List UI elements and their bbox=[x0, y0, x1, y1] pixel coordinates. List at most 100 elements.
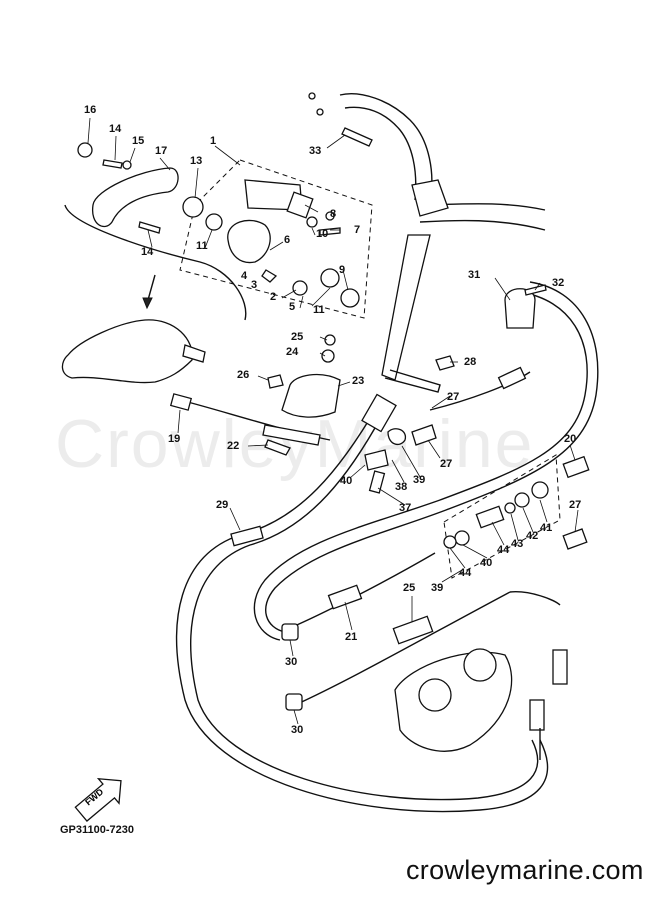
callout: 20 bbox=[564, 433, 577, 445]
callout: 40 bbox=[340, 475, 353, 487]
callout: 16 bbox=[84, 104, 97, 116]
sleeve-29 bbox=[230, 525, 264, 547]
callout: 22 bbox=[227, 440, 240, 452]
washer-41 bbox=[504, 502, 516, 514]
nut-28 bbox=[435, 355, 455, 371]
callout: 5 bbox=[289, 301, 296, 313]
arrow-head bbox=[142, 297, 153, 310]
cable-fitting-26 bbox=[497, 366, 527, 390]
washer-40 bbox=[514, 492, 530, 508]
callout: 13 bbox=[190, 155, 203, 167]
watermark: CrowleyMarine bbox=[55, 406, 535, 482]
plate-12 bbox=[182, 196, 204, 218]
fitting-36 bbox=[387, 428, 407, 446]
cover-21 bbox=[281, 373, 341, 418]
callout: 19 bbox=[168, 433, 181, 445]
washer-15 bbox=[122, 160, 132, 170]
callout: 3 bbox=[251, 279, 258, 291]
sleeve-18 bbox=[327, 584, 363, 610]
throttle-lever bbox=[92, 167, 179, 228]
assembly-outline-2 bbox=[443, 454, 561, 579]
fwd-arrow bbox=[74, 777, 122, 822]
callout: 4 bbox=[241, 270, 248, 282]
callout: 40 bbox=[480, 557, 493, 569]
handlebar-upper bbox=[339, 93, 433, 201]
washer-43 bbox=[454, 530, 470, 546]
cable-end-19b bbox=[562, 455, 590, 479]
callout: 25 bbox=[291, 331, 304, 343]
callout: 14 bbox=[109, 123, 122, 135]
callout: 23 bbox=[352, 375, 365, 387]
callout: 42 bbox=[526, 530, 539, 542]
fitting-right-b bbox=[552, 649, 568, 685]
housing-cylinder bbox=[227, 219, 271, 264]
callout: 30 bbox=[285, 656, 298, 668]
post-bracket bbox=[384, 369, 441, 393]
knob-9 bbox=[340, 288, 360, 308]
sleeve-25 bbox=[392, 615, 434, 645]
callout: 44 bbox=[459, 567, 472, 579]
callout: 37 bbox=[399, 502, 412, 514]
handlebar-right-2 bbox=[419, 219, 546, 231]
cable-29-loop bbox=[175, 404, 549, 813]
callout: 29 bbox=[216, 499, 229, 511]
callout: 43 bbox=[511, 538, 524, 550]
callout: 39 bbox=[431, 582, 444, 594]
cable-31-loop bbox=[253, 291, 588, 641]
cable-25 bbox=[294, 591, 511, 706]
bushing-11 bbox=[205, 213, 223, 231]
callout: 30 bbox=[291, 724, 304, 736]
cable-31-loop-2 bbox=[265, 281, 599, 633]
link-plate bbox=[286, 191, 314, 219]
washer-22 bbox=[321, 349, 335, 363]
cable-boot bbox=[361, 393, 397, 433]
bolt-33 bbox=[341, 127, 373, 147]
grip-clamp bbox=[182, 344, 206, 363]
callout: 28 bbox=[464, 356, 477, 368]
handlebar-upper-2 bbox=[344, 106, 417, 201]
bolt-13 bbox=[138, 221, 161, 234]
callout: 9 bbox=[339, 264, 346, 276]
callout: 10 bbox=[316, 228, 329, 240]
washer-8 bbox=[325, 211, 335, 221]
callout: 6 bbox=[284, 234, 291, 246]
arrow-line bbox=[147, 274, 156, 301]
cap-30b bbox=[285, 693, 303, 711]
callout: 38 bbox=[395, 481, 408, 493]
cable-lower bbox=[509, 591, 561, 606]
callout: 15 bbox=[132, 135, 145, 147]
diagram-code: GP31100-7230 bbox=[60, 824, 135, 836]
handlebar-grip bbox=[61, 319, 193, 384]
fitting-42 bbox=[475, 505, 505, 529]
grip-guide bbox=[64, 204, 247, 321]
steering-post bbox=[381, 234, 431, 381]
joint-27 bbox=[411, 424, 437, 446]
pin-top bbox=[308, 92, 316, 100]
site-footer: crowleymarine.com bbox=[406, 855, 644, 885]
cable-end-34 bbox=[368, 470, 386, 494]
cable-29-loop-2 bbox=[190, 409, 539, 801]
cable-end-27b bbox=[562, 528, 588, 550]
callout: 27 bbox=[447, 391, 460, 403]
callout: 1 bbox=[210, 135, 217, 147]
callout: 25 bbox=[403, 582, 416, 594]
callout: 24 bbox=[286, 346, 299, 358]
callout: 44 bbox=[497, 544, 510, 556]
clip-24 bbox=[267, 374, 284, 389]
callout: 26 bbox=[237, 369, 250, 381]
fitting-right-a bbox=[529, 699, 545, 731]
callout: 7 bbox=[354, 224, 361, 236]
clip-20 bbox=[264, 439, 291, 456]
nut-44 bbox=[443, 535, 457, 549]
nut-23 bbox=[324, 334, 336, 346]
cable-joint bbox=[262, 424, 321, 446]
callout: 32 bbox=[552, 277, 565, 289]
pin-top-2 bbox=[316, 108, 324, 116]
cap-17 bbox=[77, 142, 93, 158]
cap-30a bbox=[281, 623, 299, 641]
callout: 2 bbox=[270, 291, 277, 303]
bore-1 bbox=[418, 678, 452, 712]
bore-2 bbox=[463, 648, 497, 682]
callout: 31 bbox=[468, 269, 481, 281]
